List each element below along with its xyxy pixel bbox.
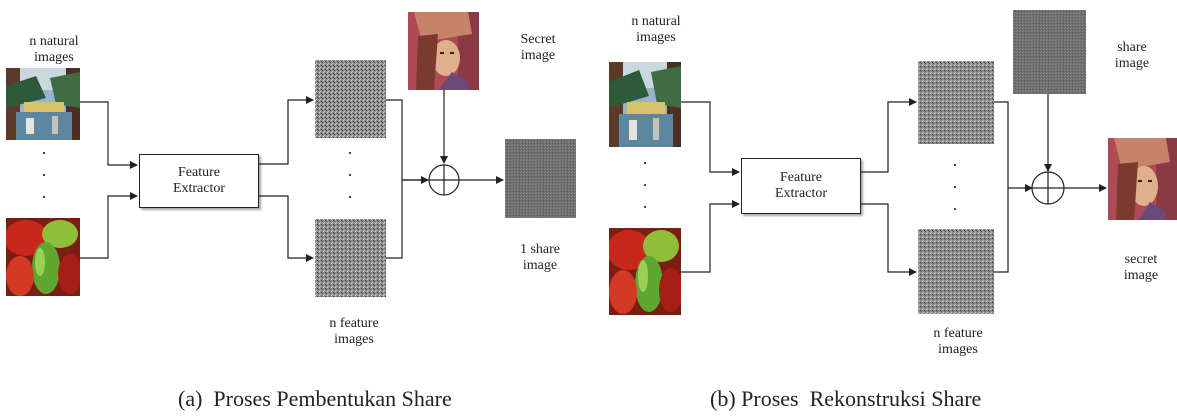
left-secret-image-label: Secret image	[520, 32, 556, 63]
left-feature-ellipsis: · · ·	[347, 143, 353, 207]
right-connector-nat1	[681, 101, 740, 176]
left-connector-feat2	[259, 195, 314, 262]
right-caption: (b) Proses Rekonstruksi Share	[710, 386, 982, 411]
left-feature-images-label: n feature images	[329, 316, 379, 347]
right-feature-images-label: n feature images	[933, 326, 983, 357]
left-natural-images-label: n natural images	[29, 34, 79, 65]
right-share-image	[1013, 10, 1086, 94]
left-secret-image	[408, 12, 479, 90]
right-natural-ellipsis: · · ·	[642, 153, 648, 217]
left-connector-nat1	[80, 101, 138, 169]
right-xor-symbol	[1031, 171, 1065, 205]
left-natural-image-1	[6, 68, 80, 140]
left-connector-feat-xor1	[386, 99, 428, 181]
left-share-image-label: 1 share image	[519, 242, 561, 273]
right-natural-image-1	[609, 62, 681, 147]
left-connector-feat1	[259, 96, 314, 165]
right-feature-extractor-box: Feature Extractor	[741, 158, 861, 214]
right-feature-image-1	[918, 61, 994, 144]
left-feature-extractor-box: Feature Extractor	[139, 154, 259, 208]
right-connector-feat-xor1	[994, 101, 1009, 188]
left-feature-image-1	[315, 60, 386, 138]
right-secret-image-label: secret image	[1123, 252, 1159, 283]
right-share-image-label: share image	[1114, 40, 1150, 71]
left-feature-image-2	[315, 219, 386, 297]
right-connector-nat2	[681, 200, 740, 273]
left-xor-symbol	[428, 164, 460, 196]
left-connector-nat2	[80, 192, 138, 259]
right-connector-feat1	[861, 98, 917, 173]
right-connector-feat-xor2	[994, 188, 1009, 273]
left-share-image	[505, 139, 576, 218]
right-natural-images-label: n natural images	[631, 14, 681, 45]
right-connector-feat2	[861, 203, 917, 276]
left-natural-image-2	[6, 218, 80, 296]
right-feature-ellipsis: · · ·	[952, 155, 958, 219]
right-natural-image-2	[609, 228, 681, 315]
left-connector-feat-xor2	[386, 180, 403, 259]
right-feature-image-2	[918, 229, 994, 314]
right-secret-image	[1108, 138, 1177, 220]
left-caption: (a) Proses Pembentukan Share	[178, 386, 452, 411]
left-natural-ellipsis: · · ·	[41, 143, 47, 207]
